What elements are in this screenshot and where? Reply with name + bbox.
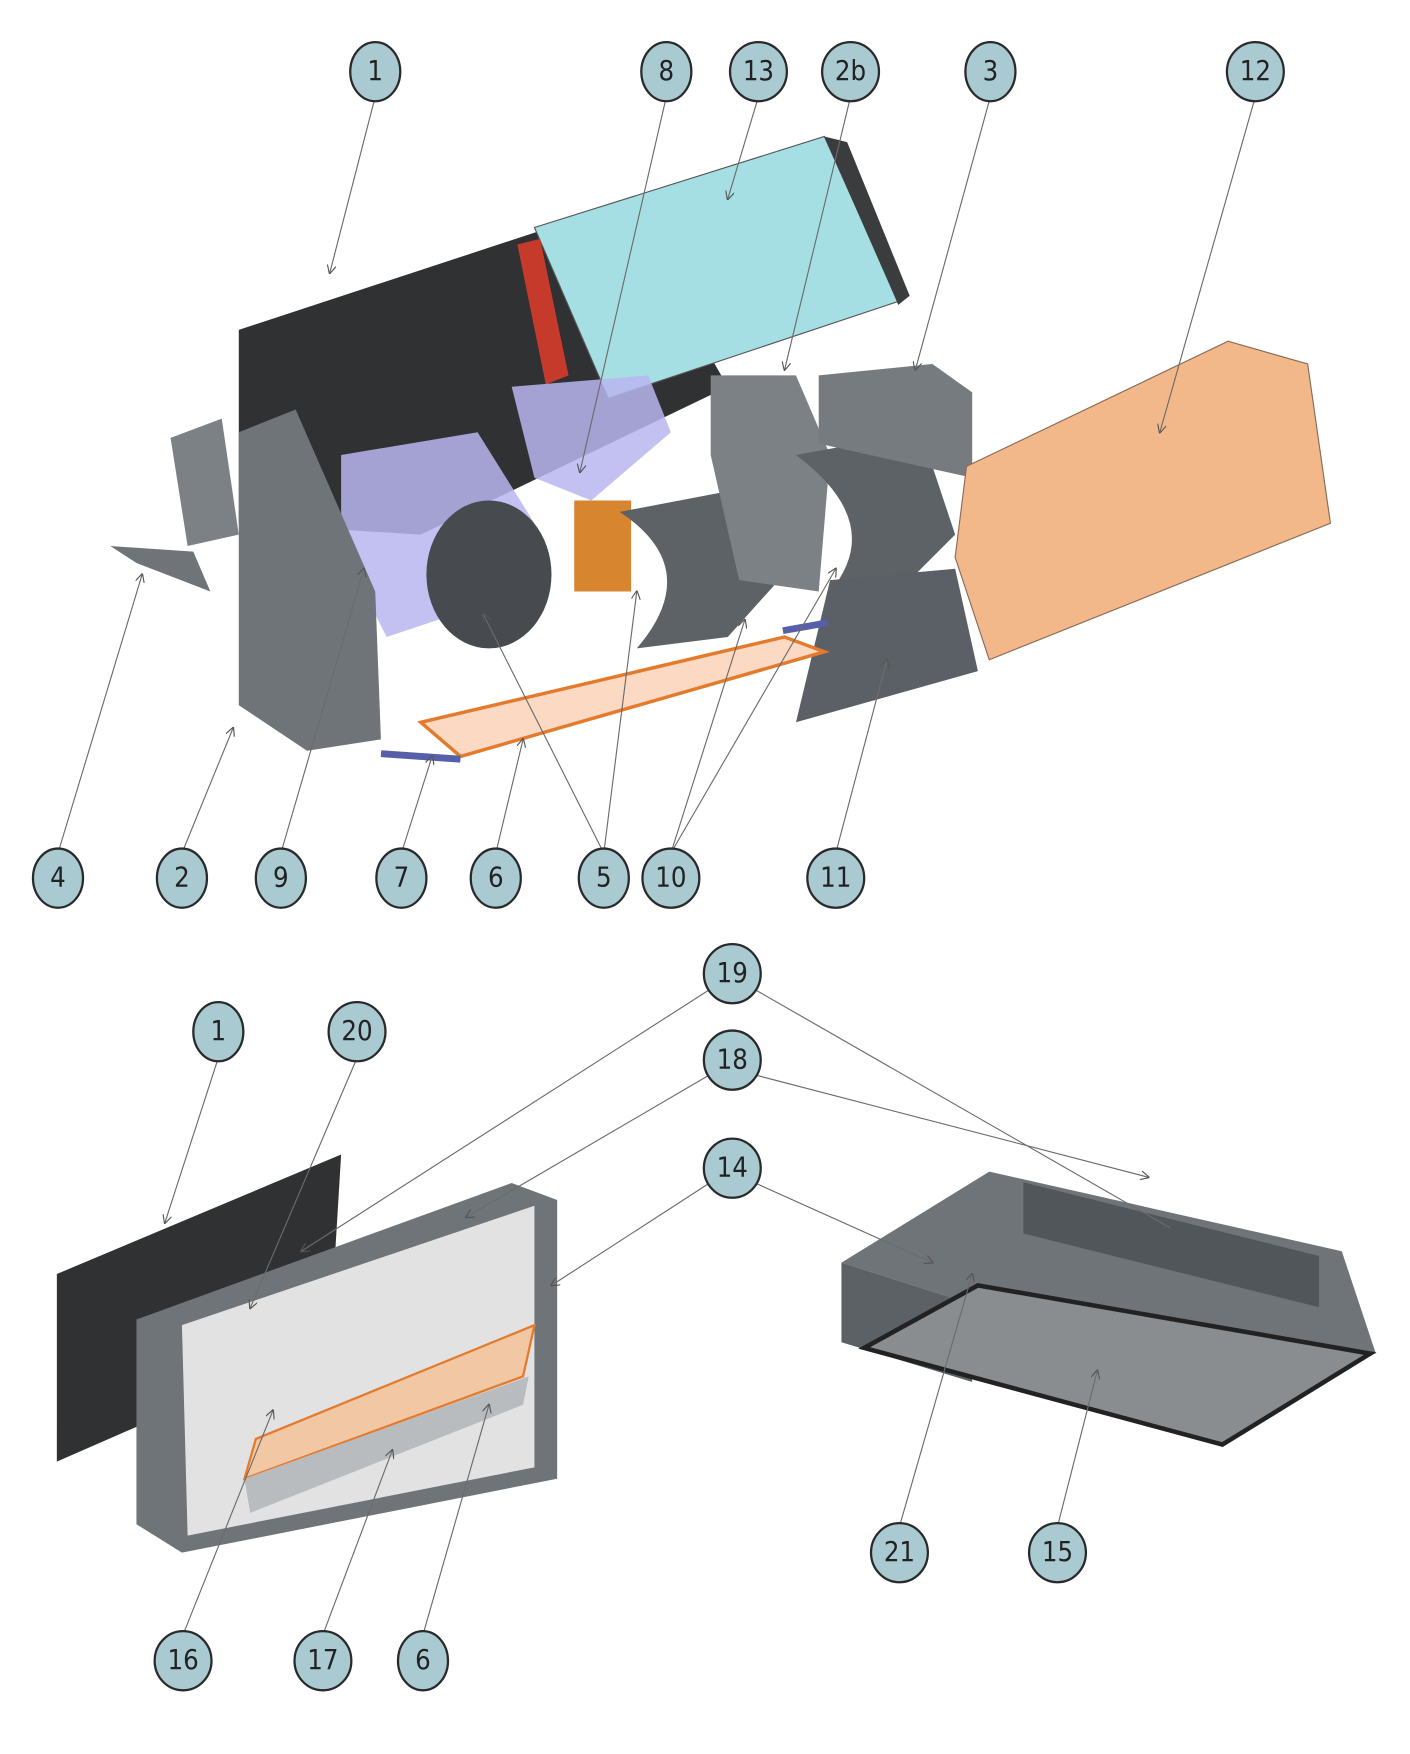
callout-4: 4 <box>31 847 85 909</box>
ceiling-mounted-unit <box>841 1171 1377 1448</box>
bottom-drip-tray <box>795 568 978 723</box>
right-side-panel <box>710 375 831 592</box>
control-box <box>818 363 973 478</box>
callout-label: 9 <box>273 863 289 894</box>
callout-19: 19 <box>702 942 762 1005</box>
callout-10: 10 <box>641 847 701 909</box>
callout-label: 1 <box>367 56 383 87</box>
ceiling-unit-grille <box>1023 1182 1320 1308</box>
callout-8: 8 <box>640 40 693 103</box>
callout-2b: 2b <box>820 40 881 103</box>
middle-fan-scroll <box>511 375 671 501</box>
callout-label: 2 <box>174 863 190 894</box>
left-bracket <box>170 418 239 546</box>
callout-1: 1 <box>349 40 402 103</box>
callout-7: 7 <box>375 847 428 909</box>
callout-12: 12 <box>1225 40 1285 103</box>
callout-15: 15 <box>1027 1521 1088 1584</box>
callout-label: 20 <box>341 1016 372 1047</box>
callout-6-lower: 6 <box>396 1630 450 1692</box>
callout-18: 18 <box>702 1029 762 1091</box>
filter-clip-right <box>782 619 829 635</box>
callout-5: 5 <box>577 847 630 909</box>
callout-3: 3 <box>964 40 1017 103</box>
callout-14: 14 <box>702 1137 762 1199</box>
callout-6: 6 <box>469 847 522 909</box>
wall-mounted-unit <box>56 1154 558 1553</box>
callout-label: 15 <box>1042 1537 1073 1568</box>
motor <box>574 500 632 592</box>
ceiling-unit-bottom-panel <box>858 1282 1377 1448</box>
callout-label: 19 <box>717 958 748 989</box>
orange-casing <box>954 340 1332 661</box>
exploded-assembly <box>110 135 1332 763</box>
callout-label: 7 <box>394 863 410 894</box>
callout-13: 13 <box>728 40 789 103</box>
callout-17: 17 <box>293 1630 353 1692</box>
callout-label: 10 <box>655 863 686 894</box>
callout-label: 18 <box>717 1045 748 1076</box>
callout-label: 16 <box>167 1645 198 1676</box>
callout-label: 17 <box>307 1645 338 1676</box>
coil-end-plate <box>824 136 910 305</box>
callout-2: 2 <box>155 847 209 909</box>
callout-label: 8 <box>659 56 675 87</box>
drain-bracket <box>110 545 211 592</box>
callout-label: 13 <box>743 56 774 87</box>
ceiling-unit-top <box>841 1171 1376 1354</box>
callout-label: 21 <box>884 1537 915 1568</box>
fan-housing-right <box>795 432 956 592</box>
callout-9: 9 <box>254 847 308 909</box>
fan-wheel-left <box>426 500 552 649</box>
leader-lines <box>57 96 1256 1635</box>
wall-unit-filter <box>242 1323 537 1481</box>
callout-label: 4 <box>50 863 66 894</box>
callout-label: 6 <box>488 863 504 894</box>
callout-label: 12 <box>1240 56 1271 87</box>
callout-label: 5 <box>596 863 612 894</box>
callout-20: 20 <box>327 1000 387 1063</box>
callout-label: 1 <box>211 1016 227 1047</box>
callout-16: 16 <box>153 1630 213 1692</box>
wall-unit-grille <box>244 1376 529 1513</box>
air-filter <box>417 635 830 759</box>
left-side-panel <box>238 409 381 751</box>
callout-11: 11 <box>806 847 866 909</box>
callout-label: 11 <box>820 863 851 894</box>
coil-manifold <box>517 238 569 385</box>
callout-21: 21 <box>869 1521 930 1584</box>
filter-clip-left <box>380 750 461 763</box>
callout-1-lower: 1 <box>192 1000 245 1063</box>
callout-label: 6 <box>415 1645 431 1676</box>
callout-label: 3 <box>983 56 999 87</box>
callout-label: 14 <box>717 1153 748 1184</box>
callouts-exploded: 1 8 13 2b 3 12 4 2 9 7 6 5 10 11 <box>31 40 1285 909</box>
callout-label: 2b <box>835 56 866 87</box>
callouts-assembled: 19 18 14 1 20 21 15 16 17 6 <box>153 942 1088 1692</box>
